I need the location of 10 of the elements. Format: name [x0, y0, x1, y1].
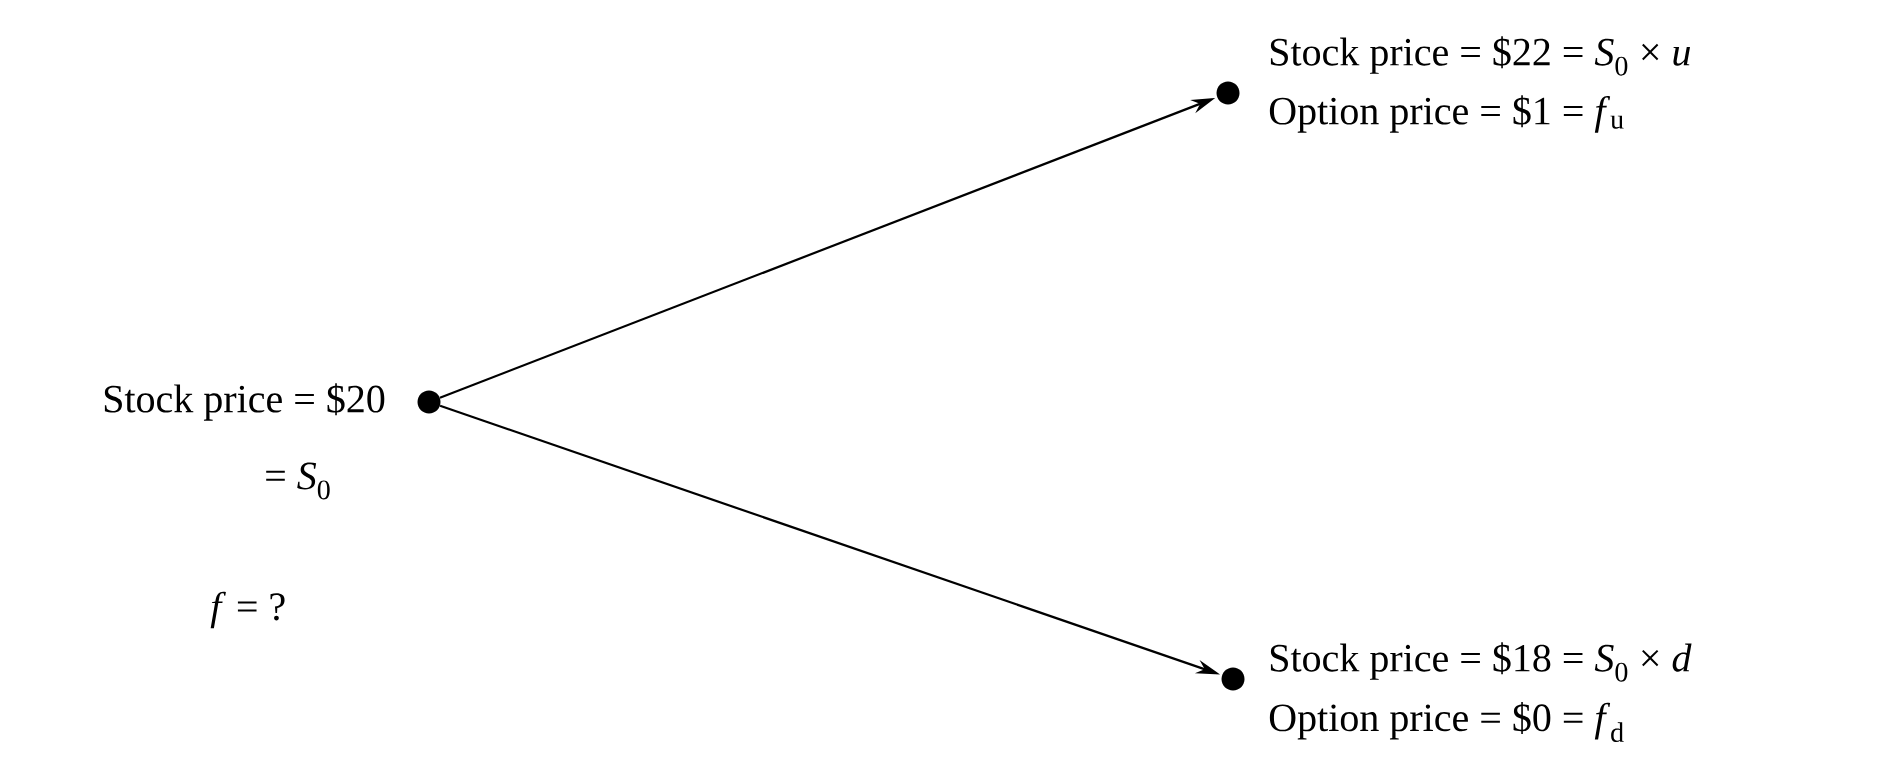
- node-label: Stock price = $22 = S$_{0}$ × u: [1270, 36, 1690, 76]
- node-label: = S$_{0}$: [266, 462, 330, 500]
- node-label: f = ?: [210, 591, 285, 629]
- dot: [417, 390, 441, 414]
- node-label: Stock price = $20: [104, 383, 385, 421]
- dot: [1221, 667, 1245, 691]
- node-label: Option price = $1 = f$_{u}$: [1269, 95, 1624, 133]
- node-label: Stock price = $18 = S$_{0}$ × d: [1270, 642, 1692, 682]
- dot: [1216, 81, 1240, 105]
- node-label: Option price = $0 = f$_{d}$: [1269, 701, 1624, 743]
